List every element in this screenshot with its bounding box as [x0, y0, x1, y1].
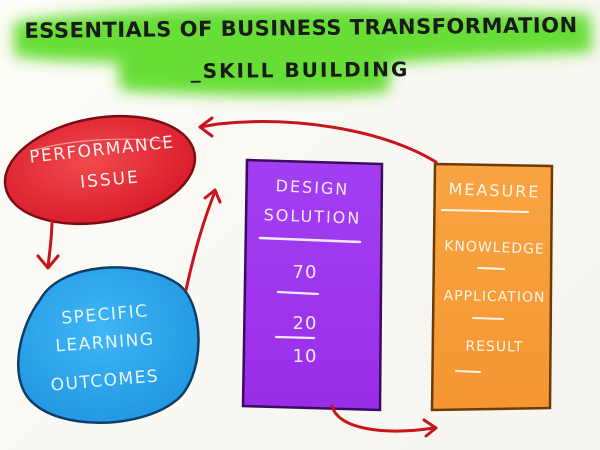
arrow-design-to-measure: [330, 404, 438, 438]
design-solution-value: 70: [292, 262, 318, 283]
arrow-perf-to-outcomes: [36, 218, 60, 270]
measure-item: APPLICATION: [443, 288, 546, 306]
title-highlight: [14, 7, 592, 96]
design-solution-value: 20: [292, 313, 318, 334]
page-subtitle: _SKILL BUILDING: [190, 57, 410, 83]
learning-outcomes-shape: [16, 266, 200, 424]
measure-item: RESULT: [465, 338, 524, 356]
measure-shape: [430, 162, 554, 412]
performance-issue-shape: [3, 114, 197, 226]
arrow-measure-to-perf: [198, 116, 438, 164]
design-solution-value: 10: [292, 346, 318, 367]
arrow-outcomes-to-design: [184, 188, 222, 292]
design-solution-shape: [241, 158, 384, 412]
